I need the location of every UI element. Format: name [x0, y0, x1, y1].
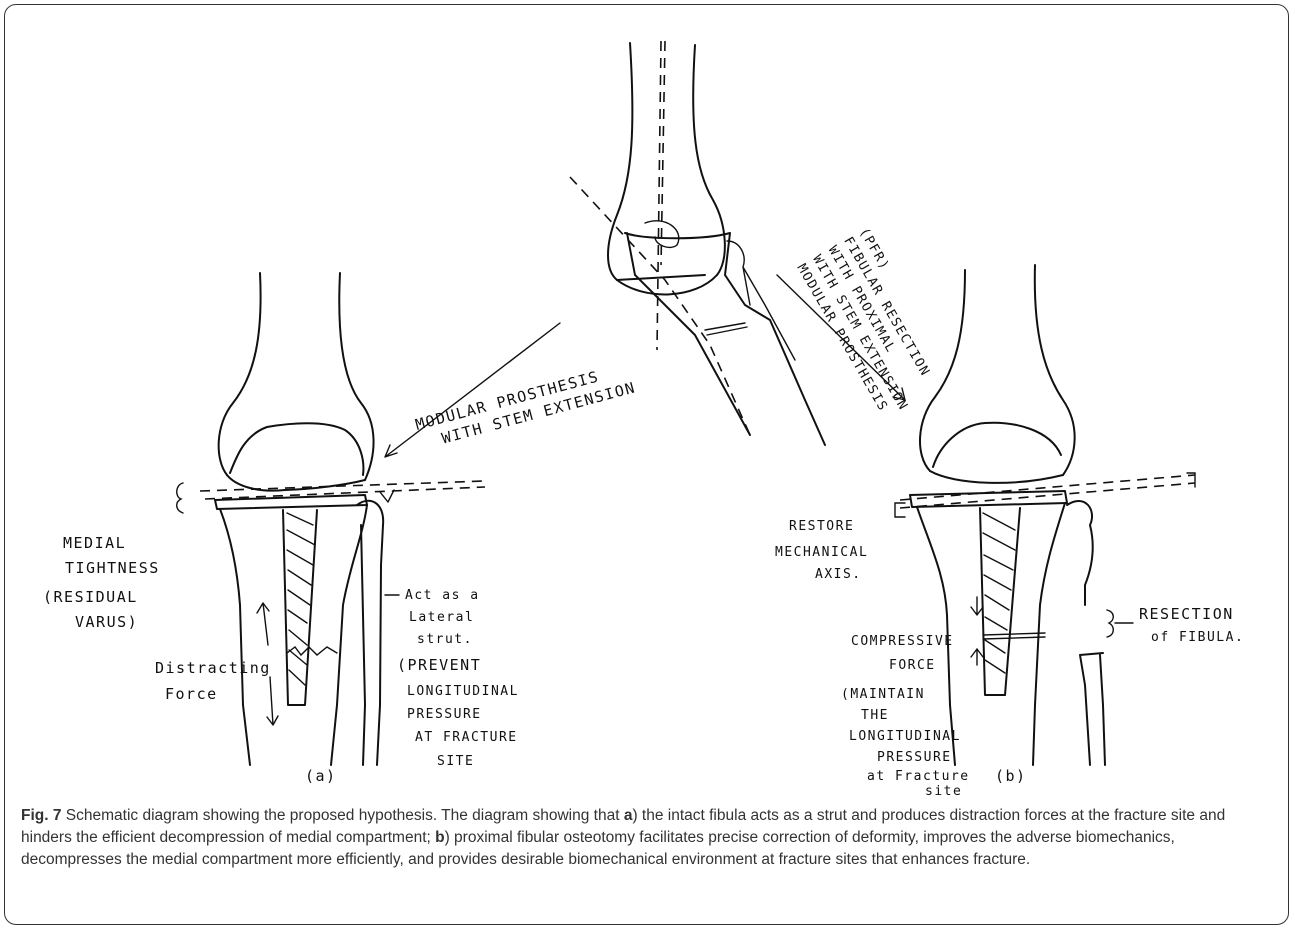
b-fracture-line	[983, 633, 1045, 639]
caption-fig-label: Fig. 7	[21, 807, 61, 824]
b-femur-outline	[920, 265, 1075, 475]
top-fibula	[727, 241, 795, 360]
b-tibial-tray	[910, 491, 1067, 507]
a-tibial-tray	[215, 495, 367, 509]
schematic-diagram: MODULAR PROSTHESIS WITH STEM EXTENSION M…	[5, 5, 1289, 795]
panel-label-a: (a)	[305, 767, 337, 785]
svg-text:COMPRESSIVE: COMPRESSIVE	[851, 634, 954, 649]
figure-frame: MODULAR PROSTHESIS WITH STEM EXTENSION M…	[4, 4, 1289, 925]
label-prevent-pressure: (PREVENT LONGITUDINAL PRESSURE AT FRACTU…	[397, 656, 519, 769]
top-joint-line	[617, 275, 705, 280]
b-bracket-left	[895, 503, 905, 517]
svg-text:RESECTION: RESECTION	[1139, 605, 1234, 623]
top-tibia-fracture	[705, 323, 747, 335]
label-lateral-strut: Act as a Lateral strut.	[405, 588, 480, 647]
b-compress-arrow-up	[971, 649, 983, 665]
top-femur-outline	[608, 43, 725, 280]
label-modular-prosthesis-b: MODULAR PROSTHESIS WITH STEM EXTENSION W…	[794, 226, 958, 423]
caption-text-1: Schematic diagram showing the proposed h…	[61, 807, 623, 824]
top-tibia-outline	[625, 233, 825, 445]
svg-text:LONGITUDINAL: LONGITUDINAL	[849, 729, 961, 744]
label-restore-axis: RESTORE MECHANICAL AXIS.	[775, 519, 868, 582]
svg-text:FORCE: FORCE	[889, 658, 936, 673]
svg-text:(PREVENT: (PREVENT	[397, 656, 481, 674]
b-stem-hatching	[983, 513, 1015, 673]
svg-text:AT FRACTURE: AT FRACTURE	[415, 730, 518, 745]
panel-label-b: (b)	[995, 767, 1027, 785]
svg-text:THE: THE	[861, 708, 889, 723]
svg-text:Distracting: Distracting	[155, 659, 271, 677]
svg-text:site: site	[925, 784, 962, 795]
a-tibia-outline	[220, 505, 367, 765]
svg-text:VARUS): VARUS)	[75, 613, 138, 631]
b-compress-arrow-down	[971, 597, 983, 615]
b-fibula-distal	[1080, 653, 1105, 765]
svg-text:AXIS.: AXIS.	[815, 567, 862, 582]
label-distracting-force: Distracting Force	[155, 659, 271, 703]
svg-text:Force: Force	[165, 685, 218, 703]
label-compressive-force: COMPRESSIVE FORCE	[851, 634, 954, 673]
a-stem	[283, 510, 317, 705]
label-medial-tightness: MEDIAL TIGHTNESS (RESIDUAL VARUS)	[43, 534, 160, 631]
figure-caption: Fig. 7 Schematic diagram showing the pro…	[21, 805, 1276, 871]
b-femoral-condyles	[930, 423, 1063, 483]
svg-text:MECHANICAL: MECHANICAL	[775, 545, 868, 560]
label-resection-fibula: RESECTION of FIBULA.	[1139, 605, 1244, 645]
svg-text:LONGITUDINAL: LONGITUDINAL	[407, 684, 519, 699]
svg-text:RESTORE: RESTORE	[789, 519, 854, 534]
svg-text:Act as a: Act as a	[405, 588, 480, 603]
svg-text:PRESSURE: PRESSURE	[407, 707, 482, 722]
a-femoral-condyles	[227, 423, 365, 490]
svg-text:MEDIAL: MEDIAL	[63, 534, 126, 552]
svg-text:(RESIDUAL: (RESIDUAL	[43, 588, 138, 606]
svg-text:Lateral: Lateral	[409, 610, 474, 625]
b-fibula-proximal	[1067, 501, 1093, 605]
label-modular-prosthesis-a: MODULAR PROSTHESIS WITH STEM EXTENSION	[413, 359, 637, 453]
a-brace-left	[177, 483, 183, 513]
svg-text:strut.: strut.	[417, 632, 473, 647]
svg-text:SITE: SITE	[437, 754, 474, 769]
b-stem	[980, 508, 1020, 695]
svg-text:(MAINTAIN: (MAINTAIN	[841, 687, 925, 702]
a-distract-arrow-down	[267, 677, 278, 725]
svg-text:at Fracture: at Fracture	[867, 769, 970, 784]
svg-text:of FIBULA.: of FIBULA.	[1151, 630, 1244, 645]
svg-text:PRESSURE: PRESSURE	[877, 750, 952, 765]
a-distract-arrow-up	[257, 603, 269, 645]
caption-b-label: b	[435, 829, 444, 846]
b-resection-brace	[1107, 610, 1133, 637]
svg-text:TIGHTNESS: TIGHTNESS	[65, 559, 160, 577]
a-fibula	[357, 501, 383, 765]
